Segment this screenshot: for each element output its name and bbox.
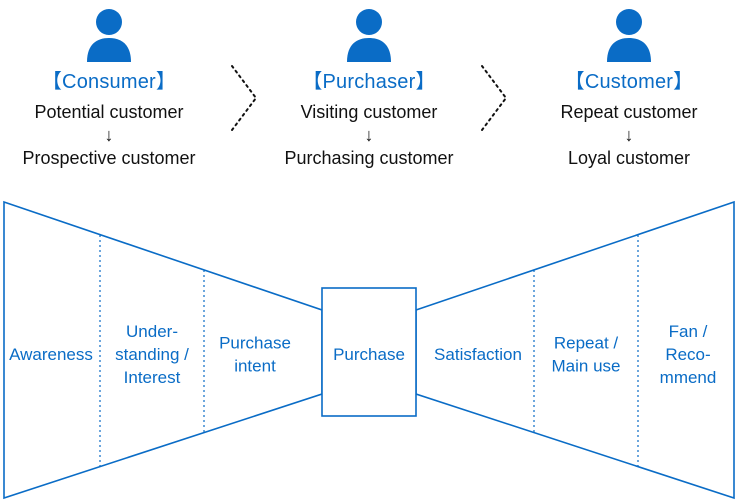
persona-role: 【Consumer】 xyxy=(41,70,177,93)
funnel-stage-label: Awareness xyxy=(9,345,93,364)
persona-role: 【Purchaser】 xyxy=(302,70,436,93)
stage-from: Repeat customer xyxy=(560,102,698,122)
funnel-stage-label-line: intent xyxy=(234,357,276,376)
stage-to: Prospective customer xyxy=(22,148,196,168)
chevron-right-icon xyxy=(231,65,258,131)
stage-from: Visiting customer xyxy=(300,102,438,122)
funnel-stage-label-line: Repeat / xyxy=(554,334,619,353)
funnel-stage-label: Satisfaction xyxy=(434,345,522,364)
purchase-box xyxy=(321,287,417,417)
down-arrow-icon: ↓ xyxy=(364,125,374,145)
funnel-stage-label-line: mmend xyxy=(660,368,717,387)
funnel-stage-label-line: Interest xyxy=(124,368,181,387)
chevron-right-icon xyxy=(481,65,508,131)
funnel-stage-label: Purchase xyxy=(333,345,405,364)
funnel-stage-label-line: Main use xyxy=(552,357,621,376)
stage-to: Loyal customer xyxy=(567,148,691,168)
person-icon xyxy=(607,9,651,62)
funnel-stage-label: Repeat / Main use xyxy=(552,334,621,376)
persona-role: 【Customer】 xyxy=(564,70,694,93)
funnel-stage-label-line: Awareness xyxy=(9,345,93,364)
funnel-stage-label: Purchase intent xyxy=(219,334,291,376)
down-arrow-icon: ↓ xyxy=(104,125,114,145)
person-icon xyxy=(87,9,131,62)
funnel-stage-label-line: Fan / xyxy=(669,322,708,341)
funnel-stage-label-line: standing / xyxy=(115,345,189,364)
funnel-stage-label-line: Purchase xyxy=(333,345,405,364)
funnel-stage-label-line: Reco- xyxy=(665,345,710,364)
funnel-stage-label-line: Satisfaction xyxy=(434,345,522,364)
funnel-stage-label-line: Under- xyxy=(126,322,178,341)
stage-from: Potential customer xyxy=(34,102,184,122)
persona-consumer: 【Consumer】 Potential customer ↓ Prospect… xyxy=(0,0,229,170)
persona-customer: 【Customer】 Repeat customer ↓ Loyal custo… xyxy=(509,0,738,170)
funnel-stage-label: Fan / Reco-mmend xyxy=(660,322,717,387)
persona-purchaser: 【Purchaser】 Visiting customer ↓ Purchasi… xyxy=(249,0,489,170)
person-icon xyxy=(347,9,391,62)
funnel-stage-label: Under-standing / Interest xyxy=(115,322,189,387)
funnel-stage-label-line: Purchase xyxy=(219,334,291,353)
down-arrow-icon: ↓ xyxy=(624,125,634,145)
stage-to: Purchasing customer xyxy=(284,148,454,168)
